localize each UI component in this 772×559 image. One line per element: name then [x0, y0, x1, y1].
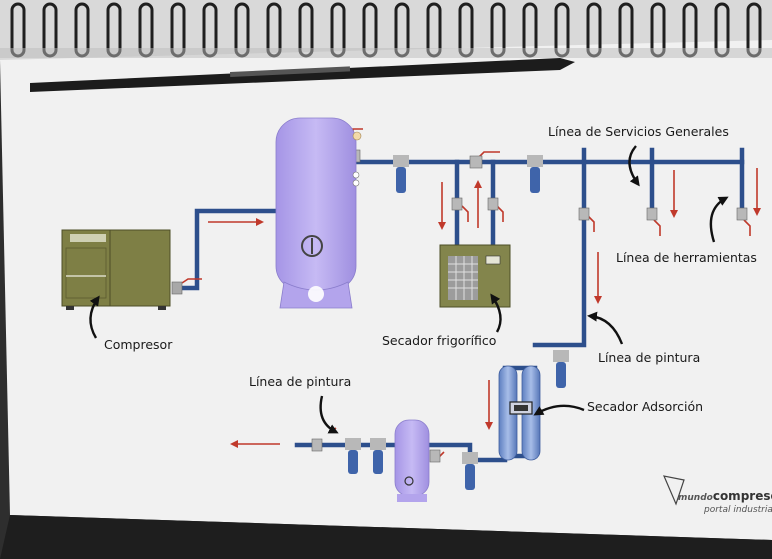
- pointer-servicios: [628, 145, 640, 187]
- pointer-frigorifico: [490, 293, 502, 333]
- pen: [30, 58, 575, 92]
- valve-handle-compressor: [181, 278, 202, 284]
- pointer-herramientas: [709, 196, 729, 243]
- valve-services: [736, 207, 748, 221]
- valves-filters: [171, 149, 748, 490]
- watermark-logo: mundocompresor portal industrial: [662, 475, 772, 515]
- watermark-tagline: portal industrial: [703, 505, 772, 515]
- air-receiver-tank: [275, 117, 362, 309]
- filter-paint-1: [370, 438, 386, 474]
- pointer-adsorcion: [533, 404, 585, 416]
- valve-dryer-in: [451, 197, 463, 211]
- filter-adsorption-inlet: [553, 350, 569, 388]
- filter-2: [527, 155, 543, 193]
- label-secador-adsorcion: Secador Adsorción: [587, 399, 703, 414]
- valve-paint-tank-in: [429, 449, 441, 463]
- paint-line-tank: [394, 419, 430, 502]
- compressor-unit: [61, 229, 171, 310]
- valve-header: [469, 155, 483, 169]
- valve-compressor: [171, 281, 183, 295]
- callout-pointers: [89, 145, 729, 434]
- label-compresor: Compresor: [104, 337, 173, 352]
- watermark-brand: mundocompresor: [678, 489, 772, 503]
- notebook-spiral: [0, 2, 772, 58]
- label-pintura-right: Línea de pintura: [598, 350, 700, 365]
- valve-tools: [646, 207, 658, 221]
- filter-1: [393, 155, 409, 193]
- valve-paint-outlet: [311, 438, 323, 452]
- valve-handle-services: [743, 219, 751, 236]
- adsorption-dryer: [498, 365, 541, 461]
- valve-riser: [578, 207, 590, 221]
- flow-arrows: [181, 128, 761, 459]
- component-labels: Línea de Servicios Generales Línea de he…: [104, 124, 757, 414]
- pipe-compressor-to-tank: [172, 208, 279, 291]
- valve-handle-tools: [653, 219, 661, 236]
- filter-paint-2: [345, 438, 361, 474]
- pointer-compresor: [89, 295, 100, 339]
- valve-handle-dryer-1: [461, 205, 469, 222]
- pointer-pintura-right: [587, 311, 624, 345]
- valve-handle-riser: [587, 215, 595, 232]
- label-pintura-left: Línea de pintura: [249, 374, 351, 389]
- pointer-pintura-left: [319, 395, 339, 434]
- label-secador-frigorifico: Secador frigorífico: [382, 333, 496, 348]
- label-servicios-generales: Línea de Servicios Generales: [548, 124, 729, 139]
- filter-adsorption-outlet: [462, 452, 478, 490]
- label-herramientas: Línea de herramientas: [616, 250, 757, 265]
- refrigerated-dryer: [439, 244, 511, 308]
- valve-handle-dryer-2: [496, 205, 504, 222]
- valve-dryer-out: [487, 197, 499, 211]
